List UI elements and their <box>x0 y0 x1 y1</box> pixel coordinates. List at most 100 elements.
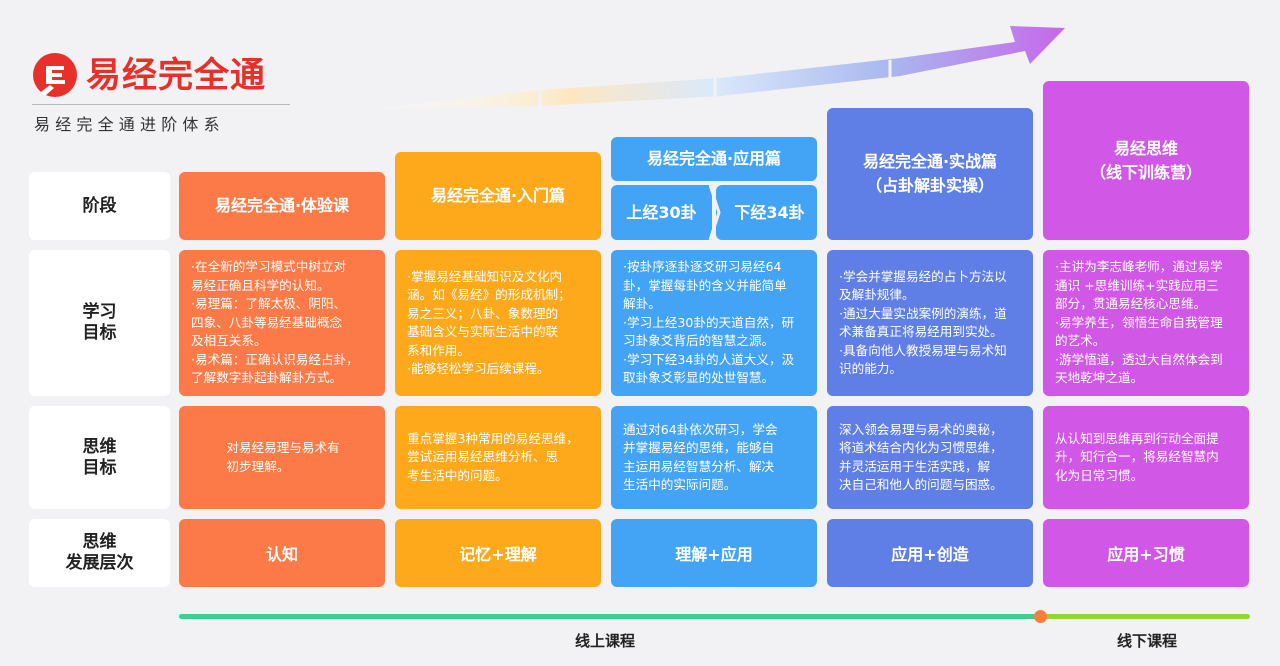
level-application: 理解+应用 <box>611 519 817 587</box>
row-label-text: 目标 <box>82 323 117 343</box>
learning-line: 习卦象爻背后的智慧之源。 <box>623 333 775 349</box>
stage-title: 易经完全通·应用篇 <box>646 149 782 168</box>
learning-line: ·易理篇：了解太极、阴阳、 <box>191 296 347 312</box>
thinking-goal-offline-camp: 从认知到思维再到行动全面提 升，知行合一，将易经智慧内 化为日常习惯。 <box>1043 406 1249 509</box>
thinking-line: 重点掌握3种常用的易经思维， <box>407 430 579 446</box>
learning-line: 了解数字卦起卦解卦方式。 <box>191 370 343 386</box>
offline-course-label: 线下课程 <box>1117 632 1178 650</box>
learning-line: 术兼备真正将易经用到实处。 <box>839 324 1003 339</box>
substage-lower-34: 下经34卦 <box>716 185 817 240</box>
learning-line: 天地乾坤之道。 <box>1055 370 1144 386</box>
stage-header-experience: 易经完全通·体验课 <box>179 172 385 240</box>
learning-line: 取卦象爻彰显的处世智慧。 <box>623 370 775 386</box>
stage-header-application: 易经完全通·应用篇 <box>611 137 817 181</box>
learning-line: ·能够轻松学习后续课程。 <box>407 361 550 376</box>
learning-line: 识的能力。 <box>839 361 902 376</box>
thinking-goal-experience: 对易经易理与易术有 初步理解。 <box>179 406 385 509</box>
level-intro: 记忆+理解 <box>395 519 601 587</box>
substage-title: 下经34卦 <box>734 202 805 222</box>
row-label-stage: 阶段 <box>29 172 170 240</box>
learning-goal-intro: ·掌握易经基础知识及文化内 涵。如《易经》的形成机制； 易之三义；八卦、象数理的… <box>395 250 601 396</box>
row-label-level: 思维 发展层次 <box>29 519 170 587</box>
substage-upper-30: 上经30卦 <box>611 185 712 240</box>
offline-timeline-bar <box>1041 614 1250 619</box>
online-course-label: 线上课程 <box>575 632 636 650</box>
stage-header-offline-camp: 易经思维 （线下训练营） <box>1043 81 1249 240</box>
learning-line: ·易术篇：正确认识易经占卦， <box>191 351 359 367</box>
thinking-line: 对易经易理与易术有 <box>226 440 340 455</box>
row-label-text: 学习 <box>82 302 117 322</box>
learning-line: 解卦。 <box>623 296 661 312</box>
stage-title: 易经完全通·实战篇 <box>862 152 998 171</box>
learning-line: 及相互关系。 <box>191 333 267 349</box>
online-timeline-bar <box>179 614 1041 619</box>
learning-line: ·通过大量实战案例的演练，道 <box>839 305 1007 321</box>
row-label-text: 思维 <box>82 436 117 457</box>
thinking-goal-application: 通过对64卦依次研习，学会 并掌握易经的思维，能够自 主运用易经智慧分析、解决 … <box>611 406 817 509</box>
learning-line: ·在全新的学习模式中树立对 <box>191 259 347 275</box>
learning-line: 卦，掌握每卦的含义并能简单 <box>623 277 787 293</box>
timeline-divider-dot <box>1034 610 1047 623</box>
thinking-line: 并掌握易经的思维，能够自 <box>623 440 775 455</box>
row-label-text: 目标 <box>82 457 117 478</box>
thinking-line: 通过对64卦依次研习，学会 <box>623 421 778 437</box>
thinking-line: 尝试运用易经思维分析、思 <box>407 449 559 465</box>
thinking-line: 初步理解。 <box>226 458 290 474</box>
level-text: 应用+创造 <box>891 545 969 564</box>
thinking-line: 考生活中的问题。 <box>407 467 508 483</box>
learning-goal-experience: ·在全新的学习模式中树立对 易经正确且科学的认知。 ·易理篇：了解太极、阴阳、 … <box>179 250 385 396</box>
learning-line: 涵。如《易经》的形成机制； <box>407 287 571 302</box>
thinking-line: 主运用易经智慧分析、解决 <box>623 458 775 474</box>
row-label-text: 思维 <box>82 532 117 552</box>
thinking-goal-intro: 重点掌握3种常用的易经思维， 尝试运用易经思维分析、思 考生活中的问题。 <box>395 406 601 509</box>
thinking-line: 化为日常习惯。 <box>1055 467 1144 483</box>
learning-line: 易之三义；八卦、象数理的 <box>407 305 559 321</box>
thinking-line: 将道术结合内化为习惯思维， <box>839 440 1003 455</box>
learning-line: ·游学悟道，透过大自然体会到 <box>1055 351 1223 367</box>
learning-goal-offline-camp: ·主讲为李志峰老师，通过易学 通识 +思维训练+实践应用三 部分，贯通易经核心思… <box>1043 250 1249 396</box>
level-text: 记忆+理解 <box>459 545 537 564</box>
brand-logo-icon <box>33 53 77 97</box>
learning-line: ·按卦序逐卦逐爻研习易经64 <box>623 259 782 275</box>
thinking-line: 并灵活运用于生活实践，解 <box>839 458 991 474</box>
thinking-line: 生活中的实际问题。 <box>623 477 737 492</box>
learning-line: 基础含义与实际生活中的联 <box>407 324 559 339</box>
learning-line: ·学习下经34卦的人道大义，汲 <box>623 351 795 367</box>
logo-subtitle: 易经完全通进阶体系 <box>34 115 225 134</box>
level-experience: 认知 <box>179 519 385 587</box>
learning-line: 部分，贯通易经核心思维。 <box>1055 296 1207 312</box>
row-label-stage-text: 阶段 <box>82 195 117 216</box>
level-offline-camp: 应用+习惯 <box>1043 519 1249 587</box>
learning-line: 及解卦规律。 <box>839 287 915 302</box>
progress-arrow <box>360 26 1065 110</box>
row-label-thinking-goal: 思维 目标 <box>29 406 170 509</box>
learning-line: 的艺术。 <box>1055 333 1106 349</box>
row-label-text: 发展层次 <box>65 553 134 573</box>
stage-header-practice: 易经完全通·实战篇 （占卦解卦实操） <box>827 108 1033 240</box>
level-text: 应用+习惯 <box>1107 545 1185 564</box>
learning-line: ·具备向他人教授易理与易术知 <box>839 342 1007 358</box>
thinking-line: 升，知行合一，将易经智慧内 <box>1055 449 1219 465</box>
substage-title: 上经30卦 <box>626 202 697 222</box>
learning-line: ·易学养生，领悟生命自我管理 <box>1055 314 1223 330</box>
stage-subtitle: （占卦解卦实操） <box>865 176 994 195</box>
logo-divider <box>32 104 290 105</box>
learning-line: ·学习上经30卦的天道自然，研 <box>623 314 795 330</box>
learning-line: ·掌握易经基础知识及文化内 <box>407 268 563 284</box>
learning-line: 通识 +思维训练+实践应用三 <box>1055 277 1219 293</box>
thinking-goal-practice: 深入领会易理与易术的奥秘， 将道术结合内化为习惯思维， 并灵活运用于生活实践，解… <box>827 406 1033 509</box>
chevron-right-icon <box>708 185 721 240</box>
stage-title: 易经完全通·体验课 <box>214 196 350 215</box>
stage-header-intro: 易经完全通·入门篇 <box>395 152 601 240</box>
level-text: 理解+应用 <box>675 545 753 564</box>
learning-line: ·学会并掌握易经的占卜方法以 <box>839 268 1007 284</box>
learning-line: ·主讲为李志峰老师，通过易学 <box>1055 259 1223 275</box>
thinking-line: 决自己和他人的问题与困惑。 <box>839 477 1003 492</box>
stage-subtitle: （线下训练营） <box>1089 162 1202 182</box>
level-text: 认知 <box>265 545 298 564</box>
level-practice: 应用+创造 <box>827 519 1033 587</box>
learning-line: 易经正确且科学的认知。 <box>191 277 330 293</box>
learning-line: 系和作用。 <box>407 342 470 358</box>
learning-goal-application: ·按卦序逐卦逐爻研习易经64 卦，掌握每卦的含义并能简单 解卦。 ·学习上经30… <box>611 250 817 396</box>
thinking-line: 深入领会易理与易术的奥秘， <box>839 421 1003 437</box>
